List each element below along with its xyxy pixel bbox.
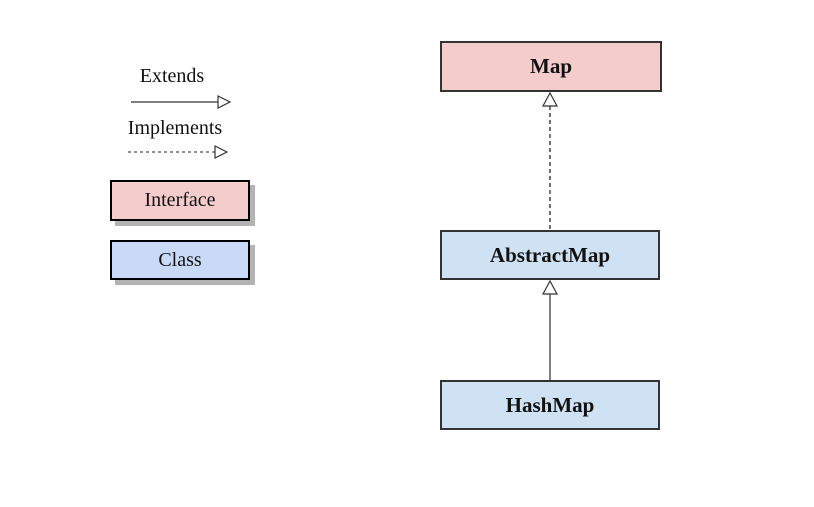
legend-extends-label: Extends <box>139 65 205 87</box>
legend-implements-arrow <box>128 145 229 159</box>
node-map[interactable]: Map <box>440 41 662 92</box>
edge-hashmap-extends-abstractmap <box>541 279 559 380</box>
node-hashmap[interactable]: HashMap <box>440 380 660 430</box>
legend-interface-box: Interface <box>110 180 250 221</box>
node-label: Map <box>530 54 572 78</box>
legend-class-label: Class <box>158 248 202 271</box>
legend-class-box: Class <box>110 240 250 280</box>
node-label: AbstractMap <box>489 242 611 267</box>
legend-interface-label: Interface <box>144 189 216 211</box>
edge-abstractmap-implements-map <box>541 91 559 230</box>
node-label: HashMap <box>505 392 595 417</box>
legend-extends-arrow <box>131 95 232 109</box>
legend-implements-label: Implements <box>127 117 223 139</box>
node-abstractmap[interactable]: AbstractMap <box>440 230 660 280</box>
